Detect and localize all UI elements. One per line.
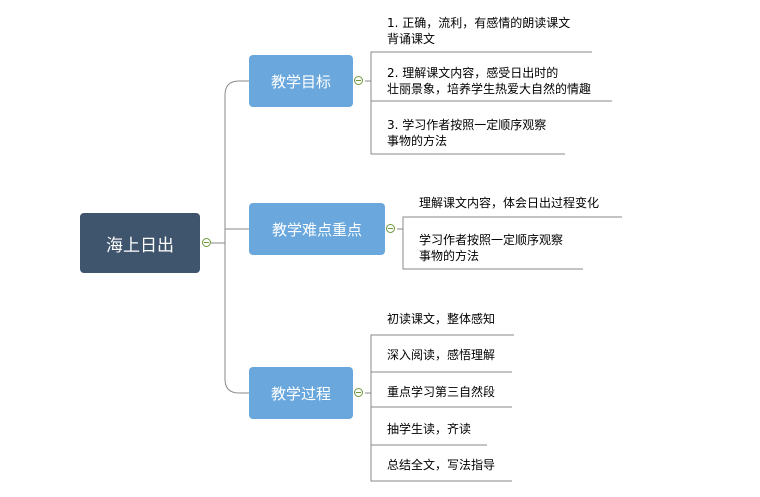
- root-label: 海上日出: [106, 235, 174, 256]
- leaf-node[interactable]: 2. 理解课文内容，感受日出时的 壮丽景象，培养学生热爱大自然的情趣: [387, 65, 591, 97]
- leaf-text-line: 深入阅读，感悟理解: [387, 348, 496, 362]
- branch-label: 教学过程: [270, 384, 331, 403]
- leaf-node[interactable]: 深入阅读，感悟理解: [387, 347, 495, 363]
- leaf-text-line: 理解课文内容，体会日出过程变化: [419, 196, 600, 210]
- branch-node-teaching-goals[interactable]: 教学目标: [249, 55, 353, 107]
- leaf-node[interactable]: 1. 正确，流利，有感情的朗读课文 背诵课文: [387, 15, 570, 47]
- branch-collapse-toggle[interactable]: [354, 388, 363, 397]
- leaf-node[interactable]: 理解课文内容，体会日出过程变化: [419, 195, 599, 211]
- leaf-text-line: 2. 理解课文内容，感受日出时的: [387, 66, 559, 80]
- branch-node-teaching-process[interactable]: 教学过程: [249, 367, 353, 419]
- root-node[interactable]: 海上日出: [80, 213, 200, 273]
- leaf-node[interactable]: 总结全文，写法指导: [387, 457, 495, 473]
- leaf-node[interactable]: 重点学习第三自然段: [387, 384, 495, 400]
- leaf-node[interactable]: 抽学生读，齐读: [387, 421, 471, 437]
- leaf-text-line: 抽学生读，齐读: [387, 422, 472, 436]
- branch-label: 教学目标: [270, 72, 331, 91]
- leaf-text-line: 重点学习第三自然段: [387, 385, 496, 399]
- leaf-text-line: 学习作者按照一定顺序观察: [419, 233, 564, 247]
- leaf-text-line: 总结全文，写法指导: [387, 458, 496, 472]
- leaf-text-line: 事物的方法: [419, 249, 480, 263]
- leaf-text-line: 1. 正确，流利，有感情的朗读课文: [387, 16, 571, 30]
- leaf-node[interactable]: 3. 学习作者按照一定顺序观察 事物的方法: [387, 117, 546, 149]
- branch-label: 教学难点重点: [271, 220, 362, 239]
- leaf-text-line: 事物的方法: [387, 134, 448, 148]
- leaf-text-line: 3. 学习作者按照一定顺序观察: [387, 118, 547, 132]
- leaf-node[interactable]: 初读课文，整体感知: [387, 311, 495, 327]
- leaf-node[interactable]: 学习作者按照一定顺序观察 事物的方法: [419, 232, 563, 264]
- leaf-text-line: 背诵课文: [387, 32, 436, 46]
- branch-node-key-difficulties[interactable]: 教学难点重点: [249, 203, 385, 255]
- branch-collapse-toggle[interactable]: [386, 224, 395, 233]
- branch-collapse-toggle[interactable]: [354, 76, 363, 85]
- leaf-text-line: 壮丽景象，培养学生热爱大自然的情趣: [387, 82, 592, 96]
- leaf-text-line: 初读课文，整体感知: [387, 312, 496, 326]
- root-collapse-toggle[interactable]: [202, 238, 211, 247]
